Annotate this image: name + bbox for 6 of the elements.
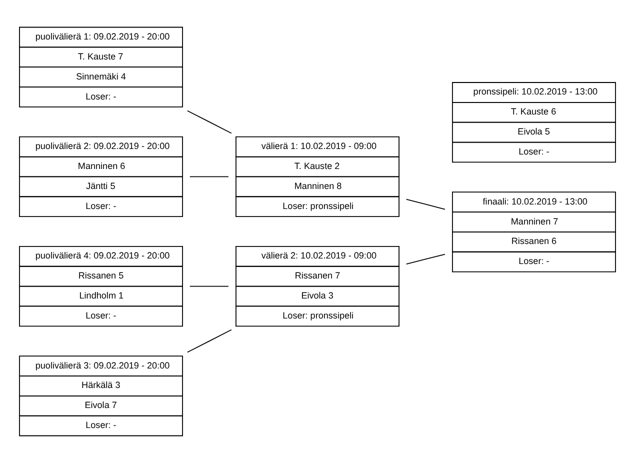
connector xyxy=(189,285,229,286)
connector xyxy=(406,198,446,210)
connector xyxy=(186,328,232,352)
connector xyxy=(186,110,232,134)
connector xyxy=(189,176,229,177)
connector xyxy=(406,253,446,264)
